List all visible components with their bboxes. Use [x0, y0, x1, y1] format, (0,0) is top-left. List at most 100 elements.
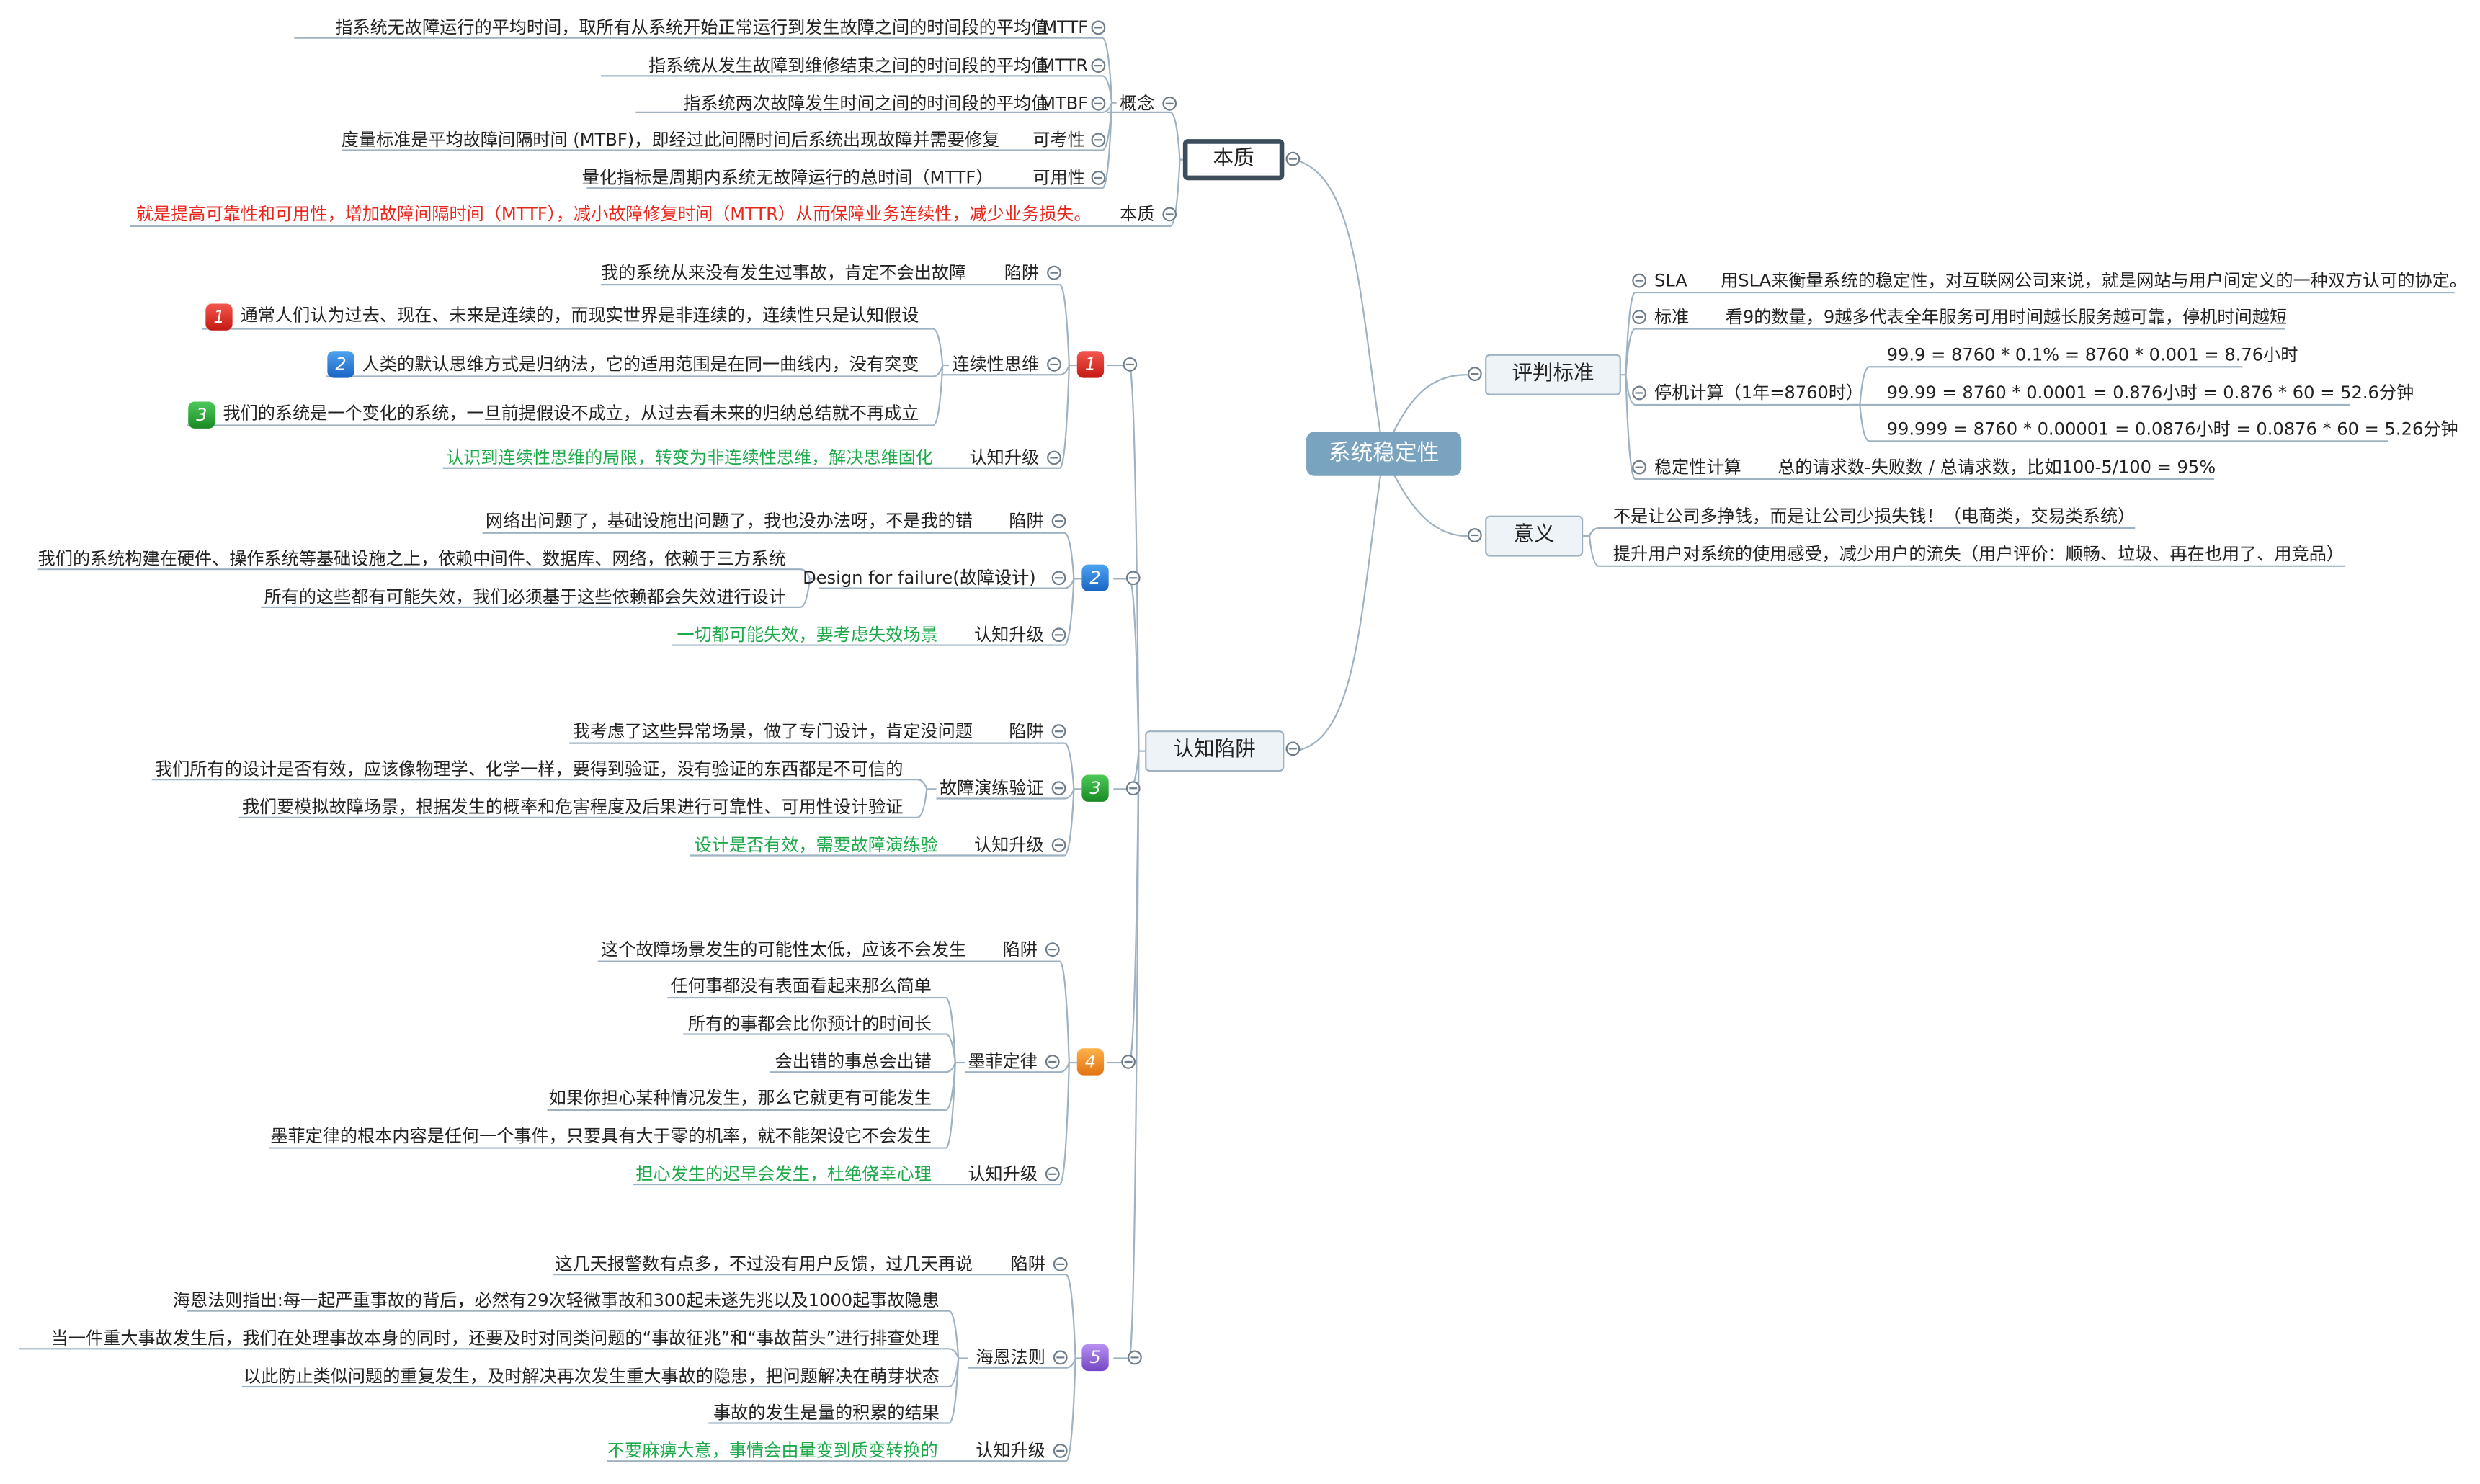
principle-label[interactable]: 连续性思维 — [952, 354, 1040, 375]
trap-label[interactable]: 陷阱 — [1002, 939, 1038, 960]
collapse-icon[interactable] — [1285, 741, 1301, 756]
collapse-icon[interactable] — [1053, 1257, 1068, 1271]
topic-yiyi[interactable]: 意义 — [1485, 515, 1584, 557]
principle-label[interactable]: 海恩法则 — [976, 1347, 1045, 1368]
downtime-item: 99.9 = 8760 * 0.1% = 8760 * 0.001 = 8.76… — [1886, 344, 2298, 366]
concept-text-mtbf: 指系统两次故障发生时间之间的时间段的平均值 — [683, 93, 1049, 115]
concept-text-keyongxing: 量化指标是周期内系统无故障运行的总时间（MTTF） — [581, 167, 994, 189]
collapse-icon[interactable] — [1632, 273, 1646, 288]
concept-label-keyongxing[interactable]: 可用性 — [1032, 167, 1085, 189]
detail-text: 海恩法则指出:每一起严重事故的背后，必然有29次轻微事故和300起未遂先兆以及1… — [172, 1290, 940, 1311]
collapse-icon[interactable] — [1051, 627, 1066, 643]
upgrade-text: 认识到连续性思维的局限，转变为非连续性思维，解决思维固化 — [445, 447, 934, 468]
subtopic-gainian[interactable]: 概念 — [1120, 93, 1155, 115]
upgrade-label[interactable]: 认知升级 — [976, 1440, 1045, 1462]
connector — [690, 789, 1075, 857]
topic-pingpan[interactable]: 评判标准 — [1485, 354, 1621, 395]
detail-text: 以此防止类似问题的重复发生，及时解决再次发生重大事故的隐患，把问题解决在萌芽状态 — [244, 1366, 940, 1387]
collapse-icon[interactable] — [1162, 96, 1177, 111]
collapse-icon[interactable] — [1045, 1055, 1060, 1069]
trap-text: 网络出问题了，基础设施出问题了，我也没办法呀，不是我的错 — [485, 510, 973, 532]
upgrade-label[interactable]: 认知升级 — [969, 447, 1040, 468]
collapse-icon[interactable] — [1091, 133, 1106, 148]
collapse-icon[interactable] — [1047, 265, 1061, 280]
collapse-icon[interactable] — [1047, 357, 1061, 372]
connector — [1107, 111, 1181, 160]
stability-label[interactable]: 稳定性计算 — [1654, 457, 1741, 478]
concept-text-mttr: 指系统从发生故障到维修结束之间的时间段的平均值 — [648, 55, 1049, 76]
connector — [1113, 578, 1140, 751]
collapse-icon[interactable] — [1125, 781, 1141, 796]
topic-renzhi[interactable]: 认知陷阱 — [1145, 730, 1285, 772]
collapse-icon[interactable] — [1091, 96, 1106, 111]
sla-text: 用SLA来衡量系统的稳定性，对互联网公司来说，就是网站与用户间定义的一种双方认可… — [1721, 270, 2467, 291]
central-topic[interactable]: 系统稳定性 — [1306, 432, 1462, 476]
detail-text: 会出错的事总会出错 — [775, 1051, 932, 1073]
subtopic-benzhi-essence[interactable]: 本质 — [1120, 204, 1155, 225]
trap-label[interactable]: 陷阱 — [1010, 1253, 1045, 1275]
principle-label[interactable]: 墨菲定律 — [968, 1051, 1038, 1073]
sla-label[interactable]: SLA — [1654, 270, 1687, 291]
connector — [1859, 366, 2243, 406]
connector — [19, 1348, 960, 1359]
principle-label[interactable]: 故障演练验证 — [939, 777, 1044, 799]
detail-text: 如果你担心某种情况发生，那么它就更有可能发生 — [548, 1088, 932, 1109]
concept-text-kekaoxing: 度量标准是平均故障间隔时间 (MTBF)，即经过此间隔时间后系统出现故障并需要修… — [341, 129, 1000, 151]
connector — [1625, 291, 2455, 375]
trap-label[interactable]: 陷阱 — [1009, 720, 1044, 742]
collapse-icon[interactable] — [1045, 942, 1060, 957]
standard-label[interactable]: 标准 — [1654, 306, 1690, 328]
topic-benzhi[interactable]: 本质 — [1182, 139, 1285, 181]
collapse-icon[interactable] — [1128, 1350, 1142, 1365]
downtime-item: 99.999 = 8760 * 0.00001 = 0.0876小时 = 0.0… — [1886, 419, 2458, 440]
upgrade-label[interactable]: 认知升级 — [974, 834, 1044, 856]
collapse-icon[interactable] — [1125, 571, 1141, 586]
connector — [269, 1062, 956, 1149]
detail-text: 当一件重大事故发生后，我们在处理事故本身的同时，还要及时对同类问题的“事故征兆”… — [50, 1328, 940, 1349]
detail-text: 通常人们认为过去、现在、未来是连续的，而现实世界是非连续的，连续性只是认知假设 — [240, 305, 919, 326]
connector — [151, 779, 928, 790]
collapse-icon[interactable] — [1051, 514, 1066, 529]
concept-label-kekaoxing[interactable]: 可考性 — [1032, 129, 1085, 151]
collapse-icon[interactable] — [1121, 1055, 1136, 1069]
collapse-icon[interactable] — [1051, 838, 1066, 853]
connector — [1588, 527, 2136, 537]
concept-label-mttr[interactable]: MTTR — [1040, 55, 1089, 76]
collapse-icon[interactable] — [1632, 460, 1646, 475]
meaning-item: 不是让公司多挣钱，而是让公司少损失钱！（电商类，交易类系统） — [1613, 506, 2136, 527]
upgrade-text: 担心发生的迟早会发生，杜绝侥幸心理 — [635, 1163, 932, 1185]
collapse-icon[interactable] — [1162, 207, 1177, 222]
connector — [607, 1358, 1076, 1462]
trap-label[interactable]: 陷阱 — [1004, 262, 1040, 283]
detail-text: 事故的发生是量的积累的结果 — [713, 1402, 940, 1423]
trap-label[interactable]: 陷阱 — [1009, 510, 1044, 532]
collapse-icon[interactable] — [1053, 1444, 1068, 1458]
collapse-icon[interactable] — [1091, 20, 1106, 35]
trap-text: 我的系统从来没有发生过事故，肯定不会出故障 — [601, 262, 967, 283]
collapse-icon[interactable] — [1047, 450, 1061, 465]
principle-label[interactable]: Design for failure(故障设计) — [803, 568, 1036, 589]
upgrade-text: 设计是否有效，需要故障演练验 — [694, 834, 938, 856]
collapse-icon[interactable] — [1053, 1350, 1068, 1365]
collapse-icon[interactable] — [1285, 151, 1301, 166]
collapse-icon[interactable] — [1632, 385, 1646, 401]
collapse-icon[interactable] — [1051, 571, 1066, 586]
collapse-icon[interactable] — [1051, 724, 1066, 739]
detail-text: 人类的默认思维方式是归纳法，它的适用范围是在同一曲线内，没有突变 — [362, 354, 919, 375]
collapse-icon[interactable] — [1091, 171, 1106, 185]
upgrade-label[interactable]: 认知升级 — [974, 625, 1044, 645]
upgrade-label[interactable]: 认知升级 — [968, 1163, 1038, 1185]
collapse-icon[interactable] — [1045, 1166, 1060, 1181]
collapse-icon[interactable] — [1467, 528, 1482, 542]
collapse-icon[interactable] — [1123, 357, 1138, 372]
essence-text: 就是提高可靠性和可用性，增加故障间隔时间（MTTF），减小故障修复时间（MTTR… — [135, 204, 1092, 225]
concept-label-mttf[interactable]: MTTF — [1042, 17, 1089, 38]
collapse-icon[interactable] — [1467, 367, 1482, 381]
concept-label-mtbf[interactable]: MTBF — [1040, 93, 1089, 115]
connector — [601, 284, 1070, 366]
collapse-icon[interactable] — [1091, 58, 1106, 73]
downtime-label[interactable]: 停机计算（1年=8760时） — [1654, 383, 1864, 403]
connector — [597, 960, 1070, 1063]
collapse-icon[interactable] — [1632, 310, 1646, 324]
collapse-icon[interactable] — [1051, 781, 1066, 796]
